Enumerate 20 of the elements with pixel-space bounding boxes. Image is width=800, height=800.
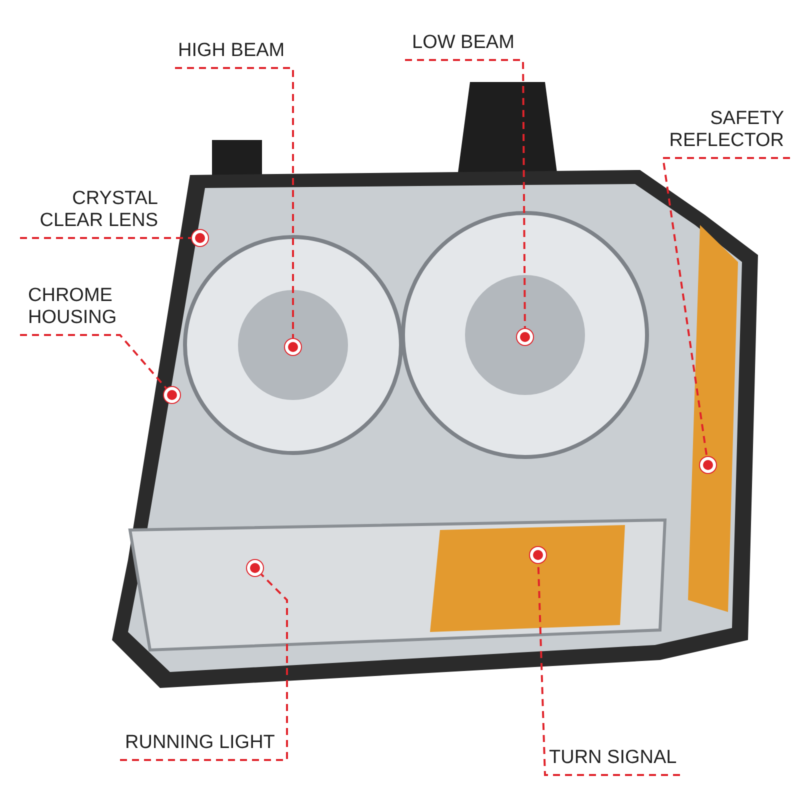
callout-label: SAFETY REFLECTOR (663, 108, 790, 158)
callout-dot (285, 339, 301, 355)
callout-label: RUNNING LIGHT (120, 732, 287, 760)
leader-line (175, 67, 294, 338)
callout-label: HIGH BEAM (175, 40, 293, 68)
callout-dot (247, 560, 263, 576)
leader-line (20, 334, 167, 389)
leader-line (20, 237, 191, 239)
callout-dot (700, 457, 716, 473)
leader-line (662, 157, 790, 456)
leader-line (405, 59, 526, 328)
leader-line (120, 574, 288, 761)
callout-dot (530, 547, 546, 563)
callout-dot (164, 387, 180, 403)
callout-label: LOW BEAM (405, 32, 523, 60)
callout-label: CHROME HOUSING (20, 285, 120, 335)
callout-label: CRYSTAL CLEAR LENS (20, 188, 200, 238)
callout-dot (517, 329, 533, 345)
callout-dot (192, 230, 208, 246)
callout-label: TURN SIGNAL (545, 747, 680, 775)
